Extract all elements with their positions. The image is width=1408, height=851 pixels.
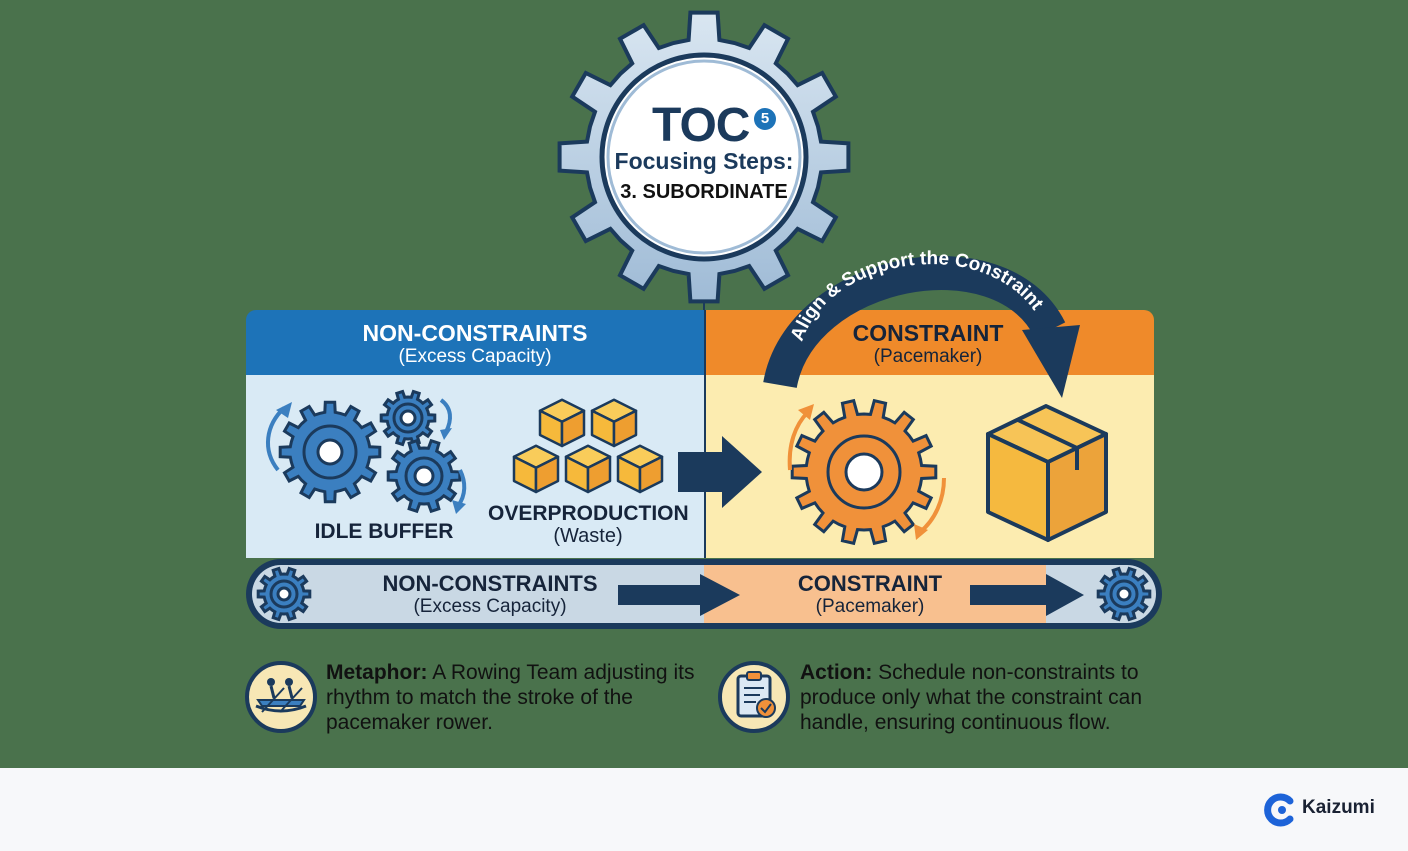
idle-buffer-label: IDLE BUFFER <box>314 520 454 543</box>
conveyor-belt <box>246 559 1162 629</box>
footer-bar: Kaizumi <box>0 768 1408 851</box>
gear-title-badge-text: 5 <box>760 110 770 127</box>
package-box-icon <box>564 444 612 494</box>
non-constraints-subtitle: (Excess Capacity) <box>398 346 552 367</box>
schedule-clipboard-icon <box>718 661 790 733</box>
metaphor-text: Metaphor: A Rowing Team adjusting its rh… <box>326 660 706 735</box>
conveyor-left-subtitle: (Excess Capacity) <box>413 596 567 617</box>
gear-title-line2: Focusing Steps: <box>614 148 794 174</box>
toc-gear <box>557 10 851 304</box>
arc-label-layer: Align & Support the Constraint <box>787 248 1048 344</box>
package-box-icon <box>512 444 560 494</box>
diagram: TOC 5 Focusing Steps: 3. SUBORDINATE Ali… <box>245 10 1162 735</box>
conveyor-right-title: CONSTRAINT <box>797 571 943 596</box>
flow-arrow <box>678 436 762 508</box>
gear-title-main: TOC <box>652 99 750 152</box>
action-text: Action: Schedule non-constraints to prod… <box>800 660 1160 735</box>
brand-name: Kaizumi <box>1302 797 1375 818</box>
idle-gears-icon <box>265 389 467 514</box>
constraint-box-icon <box>986 404 1108 542</box>
overproduction-boxes-icon <box>512 398 664 494</box>
align-arc-arrow <box>763 256 1080 398</box>
constraint-gear-icon <box>787 398 946 546</box>
package-box-icon <box>590 398 638 448</box>
gear-hole <box>1116 586 1132 602</box>
action-label: Action: <box>800 661 873 684</box>
constraint-subtitle: (Pacemaker) <box>873 346 983 367</box>
metaphor-body: A Rowing Team adjusting its rhythm to ma… <box>326 661 695 734</box>
non-constraints-title: NON-CONSTRAINTS <box>362 320 588 346</box>
overproduction-label: OVERPRODUCTION <box>488 502 689 525</box>
overproduction-sublabel: (Waste) <box>553 525 623 547</box>
kaizumi-logo-icon <box>1264 793 1294 827</box>
diagram-graphics <box>245 10 1162 733</box>
gear-hole <box>276 586 292 602</box>
gear-title-badge: 5 <box>754 108 776 130</box>
package-box-icon <box>538 398 586 448</box>
metaphor-label: Metaphor: <box>326 661 428 684</box>
conveyor-left-title: NON-CONSTRAINTS <box>382 571 598 596</box>
action-body: Schedule non-constraints to produce only… <box>800 661 1143 734</box>
gear-title-line3: 3. SUBORDINATE <box>620 181 788 203</box>
gear-hole <box>844 452 884 492</box>
rowing-team-icon <box>245 661 317 733</box>
gear-hole <box>399 409 417 427</box>
gear-hole <box>413 465 435 487</box>
constraint-title: CONSTRAINT <box>852 320 1004 346</box>
conveyor-right-subtitle: (Pacemaker) <box>815 596 925 617</box>
package-box-icon <box>616 444 664 494</box>
gear-hole <box>316 438 344 466</box>
